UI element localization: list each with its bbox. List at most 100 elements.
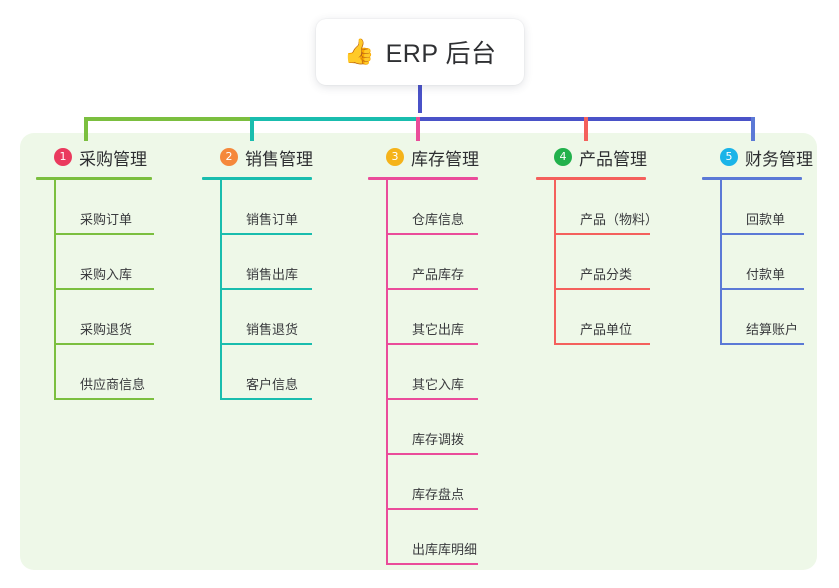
leaf-item-label: 仓库信息 [412, 212, 465, 227]
column-title-4: 产品管理 [579, 149, 647, 169]
leaf-item-label: 供应商信息 [80, 377, 146, 392]
leaf-item[interactable]: 客户信息 [220, 345, 313, 400]
leaf-item-underline [54, 343, 154, 345]
leaf-item-underline [220, 398, 312, 400]
leaf-item-underline [554, 288, 650, 290]
leaf-item[interactable]: 产品单位 [554, 290, 650, 345]
column-badge-1: 1 [54, 148, 72, 166]
column-spine-4 [554, 180, 556, 345]
column-title-5: 财务管理 [745, 149, 813, 169]
leaf-item-label: 产品库存 [412, 267, 465, 282]
column-underline-4 [536, 177, 646, 180]
column-items-4: 产品（物料） 产品分类产品单位 [554, 180, 658, 345]
leaf-item[interactable]: 销售出库 [220, 235, 313, 290]
column-badge-3: 3 [386, 148, 404, 166]
thumbs-up-icon: 👍 [343, 37, 375, 66]
leaf-item-underline [386, 233, 478, 235]
leaf-item-underline [54, 398, 154, 400]
leaf-item-underline [720, 233, 804, 235]
column-underline-3 [368, 177, 478, 180]
leaf-item-underline [54, 288, 154, 290]
leaf-item-underline [386, 398, 478, 400]
column-items-5: 回款单付款单结算账户 [720, 180, 813, 345]
leaf-item-underline [554, 233, 650, 235]
leaf-item-underline [386, 343, 478, 345]
leaf-item-label: 销售退货 [246, 322, 299, 337]
leaf-item[interactable]: 采购退货 [54, 290, 154, 345]
leaf-item-underline [386, 563, 478, 565]
column-header-1[interactable]: 1 采购管理 [36, 145, 152, 169]
column-header-5[interactable]: 5 财务管理 [702, 145, 813, 169]
column-underline-1 [36, 177, 152, 180]
leaf-item[interactable]: 采购入库 [54, 235, 154, 290]
leaf-item[interactable]: 销售退货 [220, 290, 313, 345]
column-2: 2 销售管理销售订单销售出库销售退货客户信息 [202, 145, 313, 400]
leaf-item[interactable]: 库存调拨 [386, 400, 479, 455]
column-title-3: 库存管理 [411, 149, 479, 169]
leaf-item-underline [54, 233, 154, 235]
root-node[interactable]: 👍 ERP 后台 [316, 19, 524, 85]
column-1: 1 采购管理采购订单采购入库采购退货供应商信息 [36, 145, 154, 400]
leaf-item-underline [386, 288, 478, 290]
leaf-item-label: 采购入库 [80, 267, 133, 282]
column-spine-1 [54, 180, 56, 400]
leaf-item[interactable]: 其它入库 [386, 345, 479, 400]
leaf-item[interactable]: 产品分类 [554, 235, 650, 290]
diagram-panel [20, 133, 817, 570]
leaf-item-label: 客户信息 [246, 377, 299, 392]
leaf-item[interactable]: 结算账户 [720, 290, 813, 345]
leaf-item-label: 库存盘点 [412, 487, 465, 502]
column-title-1: 采购管理 [79, 149, 147, 169]
leaf-item-label: 销售出库 [246, 267, 299, 282]
leaf-item-label: 结算账户 [746, 322, 799, 337]
leaf-item[interactable]: 回款单 [720, 180, 813, 235]
leaf-item[interactable]: 产品（物料） [554, 180, 658, 235]
column-items-3: 仓库信息产品库存其它出库其它入库库存调拨库存盘点出库库明细 [386, 180, 479, 565]
leaf-item-label: 付款单 [746, 267, 786, 282]
leaf-item-label: 采购退货 [80, 322, 133, 337]
leaf-item-label: 销售订单 [246, 212, 299, 227]
leaf-item[interactable]: 仓库信息 [386, 180, 479, 235]
column-badge-5: 5 [720, 148, 738, 166]
leaf-item[interactable]: 其它出库 [386, 290, 479, 345]
leaf-item[interactable]: 产品库存 [386, 235, 479, 290]
leaf-item-underline [220, 233, 312, 235]
column-badge-4: 4 [554, 148, 572, 166]
leaf-item-underline [386, 453, 478, 455]
column-title-2: 销售管理 [245, 149, 313, 169]
column-items-1: 采购订单采购入库采购退货供应商信息 [54, 180, 154, 400]
leaf-item[interactable]: 供应商信息 [54, 345, 154, 400]
leaf-item-label: 库存调拨 [412, 432, 465, 447]
column-underline-2 [202, 177, 312, 180]
leaf-item[interactable]: 采购订单 [54, 180, 154, 235]
leaf-item-label: 产品单位 [580, 322, 633, 337]
leaf-item[interactable]: 付款单 [720, 235, 813, 290]
leaf-item-underline [220, 343, 312, 345]
column-5: 5 财务管理回款单付款单结算账户 [702, 145, 813, 345]
leaf-item-label: 产品分类 [580, 267, 633, 282]
leaf-item[interactable]: 出库库明细 [386, 510, 479, 565]
leaf-item[interactable]: 库存盘点 [386, 455, 479, 510]
column-items-2: 销售订单销售出库销售退货客户信息 [220, 180, 313, 400]
leaf-item-underline [386, 508, 478, 510]
leaf-item-label: 其它出库 [412, 322, 465, 337]
column-underline-5 [702, 177, 802, 180]
root-title: ERP 后台 [385, 40, 497, 68]
column-4: 4 产品管理产品（物料） 产品分类产品单位 [536, 145, 658, 345]
leaf-item-label: 产品（物料） [580, 212, 659, 227]
column-header-2[interactable]: 2 销售管理 [202, 145, 313, 169]
leaf-item-underline [720, 343, 804, 345]
column-spine-5 [720, 180, 722, 345]
column-header-3[interactable]: 3 库存管理 [368, 145, 479, 169]
column-header-4[interactable]: 4 产品管理 [536, 145, 647, 169]
leaf-item-label: 出库库明细 [412, 542, 478, 557]
root-node-content: 👍 ERP 后台 [343, 34, 496, 70]
leaf-item[interactable]: 销售订单 [220, 180, 313, 235]
leaf-item-underline [220, 288, 312, 290]
leaf-item-label: 其它入库 [412, 377, 465, 392]
column-spine-2 [220, 180, 222, 400]
column-badge-2: 2 [220, 148, 238, 166]
column-spine-3 [386, 180, 388, 565]
column-3: 3 库存管理仓库信息产品库存其它出库其它入库库存调拨库存盘点出库库明细 [368, 145, 479, 565]
leaf-item-underline [554, 343, 650, 345]
